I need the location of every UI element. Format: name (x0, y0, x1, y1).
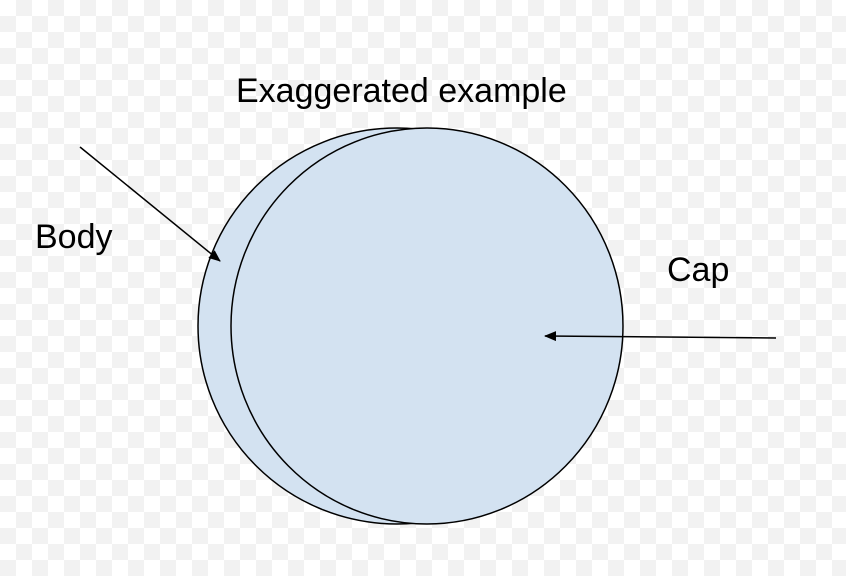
body-arrow (79, 146, 221, 262)
body-label: Body (35, 218, 113, 256)
cap-shape (230, 127, 624, 525)
cap-label: Cap (667, 251, 730, 289)
diagram-title: Exaggerated example (236, 72, 567, 110)
cap-arrow (544, 331, 777, 342)
